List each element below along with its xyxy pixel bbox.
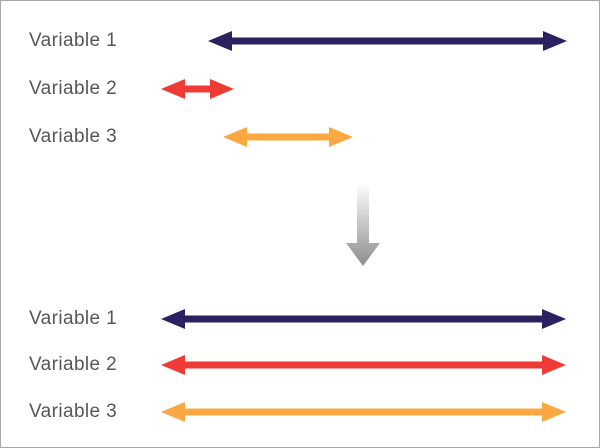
top-variable-1-label: Variable 1 — [29, 30, 118, 51]
bottom-variable-1-label: Variable 1 — [29, 308, 118, 329]
bottom-variable-2-double-arrow-icon — [161, 355, 566, 375]
top-variable-1-double-arrow-icon — [208, 31, 567, 51]
bottom-variable-3-label: Variable 3 — [29, 401, 118, 422]
top-variable-2-label: Variable 2 — [29, 78, 118, 99]
top-variable-3-label: Variable 3 — [29, 126, 118, 147]
top-variable-3-double-arrow-icon — [223, 127, 353, 147]
bottom-variable-2-label: Variable 2 — [29, 354, 118, 375]
top-variable-2-double-arrow-icon — [161, 79, 234, 99]
transform-down-arrow-icon — [346, 185, 380, 266]
bottom-variable-1-double-arrow-icon — [161, 309, 566, 329]
bottom-variable-3-double-arrow-icon — [161, 402, 566, 422]
